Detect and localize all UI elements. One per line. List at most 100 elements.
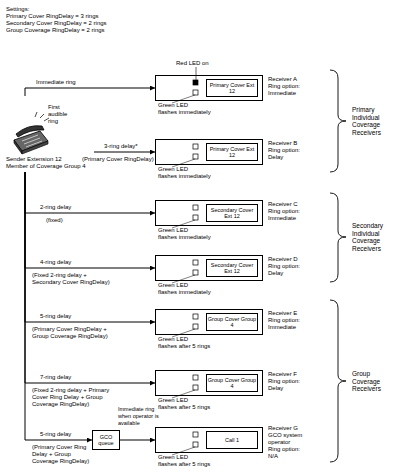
leader-line bbox=[172, 329, 195, 337]
led bbox=[193, 144, 198, 149]
annotation-label: (Fixed 2-ring delay + Secondary Cover Ri… bbox=[32, 272, 117, 286]
group-label: Group Coverage Receivers bbox=[352, 370, 396, 393]
group-label: Primary Individual Coverage Receivers bbox=[352, 106, 396, 136]
annotation-label: Green LED bbox=[158, 397, 188, 404]
receiver-box: Call 1 bbox=[155, 427, 263, 453]
edge-label: 5-ring delay bbox=[40, 431, 71, 438]
leader-line bbox=[196, 67, 197, 80]
annotation-label: flashes after 5 rings bbox=[158, 404, 210, 411]
red-led bbox=[193, 80, 198, 85]
led bbox=[193, 432, 198, 437]
green-led bbox=[193, 270, 198, 275]
annotation-label: flashes immediately bbox=[158, 234, 211, 241]
annotation-label: Primary Cover RingDelay = 3 rings bbox=[6, 13, 99, 20]
ring-path-connector bbox=[94, 152, 155, 153]
annotation-label: N/A bbox=[268, 453, 278, 460]
ring-path-connector bbox=[25, 172, 155, 383]
edge-label: 5-ring delay bbox=[40, 313, 71, 320]
annotation-label: Receiver A bbox=[268, 76, 297, 83]
annotation-label: Green LED bbox=[158, 166, 188, 173]
edge-label: Immediate ring bbox=[36, 79, 76, 86]
annotation-label: flashes immediately bbox=[158, 173, 211, 180]
annotation-label: Delay bbox=[268, 270, 283, 277]
phone-base bbox=[14, 131, 48, 151]
green-led bbox=[193, 90, 198, 95]
annotation-label: GCO system bbox=[268, 432, 302, 439]
leader-line bbox=[172, 159, 195, 167]
ring-path-connector bbox=[25, 88, 155, 96]
receiver-box: Group Cover Group 4 bbox=[155, 370, 263, 396]
annotation-label: First audible ring bbox=[48, 104, 78, 125]
queue-text: GCO queue bbox=[93, 434, 119, 447]
leader-line bbox=[172, 275, 195, 283]
receiver-box: Primary Cover Ext 12 bbox=[155, 75, 263, 101]
display-text: Call 1 bbox=[206, 431, 258, 449]
annotation-label: Delay bbox=[268, 385, 283, 392]
green-led bbox=[193, 324, 198, 329]
ring-path-connector bbox=[25, 172, 155, 268]
queue-box: GCO queue bbox=[92, 430, 120, 450]
display-text: Primary Cover Ext 12 bbox=[206, 79, 258, 97]
led bbox=[193, 205, 198, 210]
phone-side bbox=[14, 140, 22, 154]
edge-label: 3-ring delay* bbox=[104, 143, 138, 150]
led-indicators bbox=[172, 67, 198, 455]
display-text: Primary Cover Ext 12 bbox=[206, 143, 258, 161]
phone-front bbox=[22, 141, 48, 154]
display-text: Secondary Cover Ext 12 bbox=[206, 204, 258, 222]
annotation-label: Receiver B bbox=[268, 140, 297, 147]
annotation-label: Ring option: bbox=[268, 147, 300, 154]
annotation-label: Receiver D bbox=[268, 256, 298, 263]
annotation-label: (Fixed 2-ring delay + Primary Cover Ring… bbox=[32, 387, 122, 408]
telephone-icon bbox=[14, 112, 49, 154]
annotation-label: (Primary Cover RingDelay) bbox=[82, 156, 154, 163]
annotation-label: Red LED on bbox=[176, 60, 209, 67]
annotation-label: Immediate bbox=[268, 90, 296, 97]
edge-label: 2-ring delay bbox=[40, 204, 71, 211]
display-text: Group Cover Group 4 bbox=[206, 313, 258, 331]
green-led bbox=[193, 154, 198, 159]
annotation-label: Settings: bbox=[6, 6, 29, 13]
annotation-label: Ring option: bbox=[268, 208, 300, 215]
ring-path-connector bbox=[25, 172, 155, 213]
annotation-label: Green LED bbox=[158, 227, 188, 234]
annotation-label: Immediate bbox=[268, 215, 296, 222]
leader-line bbox=[172, 390, 195, 398]
curly-brace bbox=[330, 300, 346, 462]
receiver-box: Primary Cover Ext 12 bbox=[155, 139, 263, 165]
annotation-label: Group Coverage RingDelay = 2 rings bbox=[6, 27, 105, 34]
green-led bbox=[193, 385, 198, 390]
leader-line bbox=[172, 447, 195, 455]
phone-handset bbox=[16, 126, 44, 137]
annotation-label: Receiver F bbox=[268, 371, 297, 378]
green-led bbox=[193, 442, 198, 447]
annotation-label: Green LED bbox=[158, 282, 188, 289]
annotation-label: (Primary Cover RingDelay + Group Coverag… bbox=[32, 326, 122, 340]
annotation-label: Green LED bbox=[158, 336, 188, 343]
annotation-label: Delay bbox=[268, 154, 283, 161]
annotation-label: flashes immediately bbox=[158, 109, 211, 116]
annotation-label: Immediate bbox=[268, 324, 296, 331]
annotation-label: Receiver G bbox=[268, 425, 298, 432]
receiver-box: Group Cover Group 4 bbox=[155, 309, 263, 335]
receiver-box: Secondary Cover Ext 12 bbox=[155, 200, 263, 226]
green-led bbox=[193, 215, 198, 220]
annotation-label: Receiver E bbox=[268, 310, 297, 317]
annotation-label: flashes after 5 rings bbox=[158, 343, 210, 350]
edge-label: Immediate ring when operator is availabl… bbox=[118, 406, 162, 427]
phone-keys bbox=[22, 135, 42, 147]
edge-label: 4-ring delay bbox=[40, 259, 71, 266]
ring-path-connector bbox=[25, 172, 155, 322]
annotation-label: Receiver C bbox=[268, 201, 298, 208]
annotation-label: Ring option: bbox=[268, 317, 300, 324]
annotation-label: (fixed) bbox=[46, 217, 63, 224]
annotation-label: Secondary Cover RingDelay = 2 rings bbox=[6, 20, 107, 27]
annotation-label: Ring option: bbox=[268, 263, 300, 270]
station-text: Sender Extension 12 bbox=[6, 156, 62, 163]
annotation-label: flashes immediately bbox=[158, 289, 211, 296]
display-text: Group Cover Group 4 bbox=[206, 374, 258, 392]
annotation-label: Green LED bbox=[158, 454, 188, 461]
annotation-label: (Primary Cover Ring Delay + Group Covera… bbox=[32, 444, 94, 465]
